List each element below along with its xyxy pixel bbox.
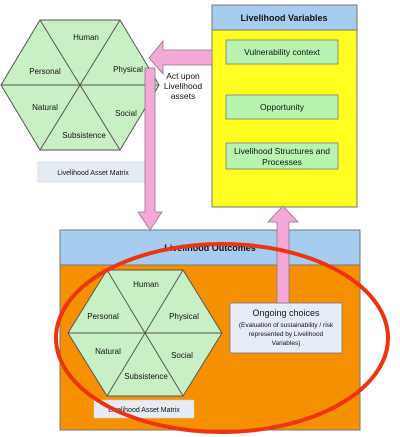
variable-item-structures-label-line2: Processes (262, 157, 302, 167)
ongoing-choices-detail-line2: represented by Livelihood (249, 331, 324, 338)
bottom-segment-human: Human (133, 280, 159, 289)
up-arrow (267, 205, 299, 304)
variables-title: Livelihood Variables (240, 13, 327, 23)
arrow-label-line1: Act upon (166, 71, 200, 81)
bottom-segment-physical: Physical (169, 312, 199, 321)
top-segment-subsistence: Subsistence (62, 131, 106, 140)
ongoing-choices-detail-line1: (Evaluation of sustainability / risk (239, 322, 334, 329)
variables-header (211, 4, 358, 31)
variable-item-vulnerability (225, 39, 339, 65)
top-segment-social: Social (115, 109, 137, 118)
top-caption: Livelihood Asset Matrix (57, 170, 129, 177)
ongoing-choices-title: Ongoing choices (252, 308, 320, 318)
highlight-ellipse (54, 242, 390, 434)
down-arrow (137, 67, 163, 231)
variable-item-opportunity-label: Opportunity (260, 102, 305, 112)
arrow-label-line3: assets (171, 91, 196, 101)
arrow-label-line2: Livelihood (164, 81, 203, 91)
top-segment-physical: Physical (113, 65, 143, 74)
ongoing-choices-detail-line3: Variables) (272, 340, 301, 347)
bottom-segment-personal: Personal (87, 312, 119, 321)
bottom-caption: Livelihood Asset Matrix (108, 407, 180, 414)
outcomes-title: Livelihood Outcomes (164, 243, 256, 253)
variable-item-structures-label-line1: Livelihood Structures and (234, 146, 330, 156)
act-upon-arrow (148, 39, 213, 76)
ongoing-choices-box (229, 302, 343, 354)
variable-item-opportunity (225, 94, 339, 120)
bottom-asset-matrix: Human Physical Social Subsistence Natura… (67, 269, 223, 397)
top-asset-matrix: Human Physical Social Subsistence Natura… (0, 19, 160, 151)
variable-item-structures (225, 142, 339, 170)
bottom-segment-natural: Natural (95, 347, 121, 356)
top-segment-natural: Natural (32, 103, 58, 112)
bottom-segment-subsistence: Subsistence (124, 372, 168, 381)
bottom-segment-social: Social (171, 351, 193, 360)
top-segment-personal: Personal (29, 67, 61, 76)
variable-item-vulnerability-label: Vulnerability context (244, 47, 320, 57)
top-segment-human: Human (73, 33, 99, 42)
